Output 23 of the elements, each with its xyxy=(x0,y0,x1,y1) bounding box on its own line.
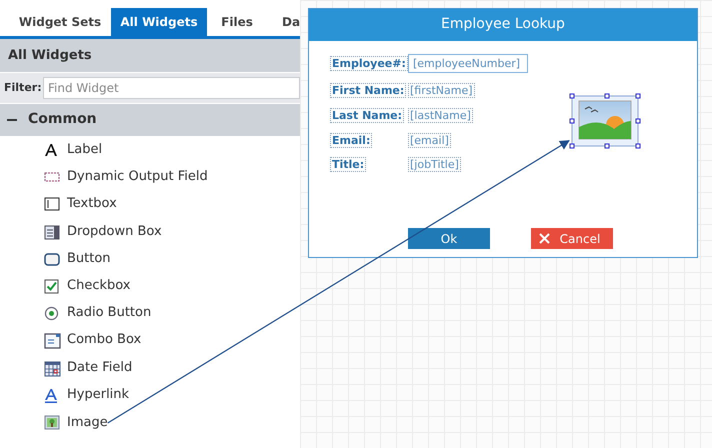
widget-list-item: Dynamic Output Field xyxy=(67,169,208,184)
widget-list-item: Radio Button xyxy=(67,305,152,320)
search-field: Find Widget xyxy=(43,77,300,99)
widget-list-item: Label xyxy=(67,142,102,157)
field-label: Filter: xyxy=(4,81,42,94)
tab: All Widgets xyxy=(111,8,207,36)
dialog-title: Employee Lookup xyxy=(441,16,565,32)
cancel-button: Cancel xyxy=(531,228,613,249)
image-widget xyxy=(569,93,641,149)
widget-list-item: Dropdown Box xyxy=(67,224,162,239)
widget-list-item: Combo Box xyxy=(67,332,142,348)
widget-list-item: Button xyxy=(67,250,111,266)
widget-list-item: Textbox xyxy=(67,196,117,212)
widget-list-item: Image xyxy=(67,414,108,432)
section-title: Common xyxy=(28,111,97,127)
dialog-window xyxy=(308,8,698,258)
ok-button: Ok xyxy=(408,228,490,249)
widget-list-item: Hyperlink xyxy=(67,386,130,402)
input-field: [employeeNumber] xyxy=(408,54,528,73)
arrow xyxy=(107,140,570,424)
widget-list-item: Checkbox xyxy=(67,278,130,293)
panel-title: All Widgets xyxy=(8,48,92,63)
widget-list-item: Date Field xyxy=(67,360,132,375)
